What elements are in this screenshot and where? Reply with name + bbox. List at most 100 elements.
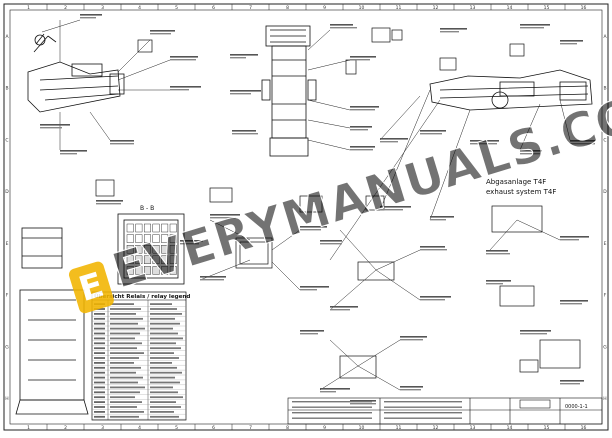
callout-label bbox=[486, 250, 508, 252]
crane-side-view-right bbox=[429, 69, 593, 111]
relay-slot bbox=[143, 223, 151, 233]
column-number: 16 bbox=[581, 5, 587, 11]
relay-slot bbox=[126, 244, 134, 254]
legend-row-code bbox=[94, 376, 105, 379]
callout-label-sub bbox=[150, 33, 171, 35]
relay-slot bbox=[143, 234, 151, 243]
callout-label-sub bbox=[320, 243, 342, 245]
relay-slot bbox=[143, 244, 151, 254]
callout-label bbox=[150, 30, 175, 32]
callout-label bbox=[300, 226, 327, 228]
legend-row-text-en bbox=[150, 371, 182, 374]
callout-label-sub bbox=[560, 43, 577, 45]
leader-lines bbox=[41, 19, 571, 391]
legend-row-code bbox=[94, 352, 105, 354]
legend-row-text-en bbox=[150, 381, 180, 384]
legend-row-code bbox=[94, 386, 105, 389]
callout-label bbox=[440, 28, 467, 30]
legend-row-code bbox=[94, 411, 105, 413]
title-row bbox=[384, 417, 462, 419]
column-number: 1 bbox=[27, 5, 30, 11]
relay-slot bbox=[152, 255, 160, 265]
callout-label bbox=[560, 300, 588, 302]
row-letter: A bbox=[5, 34, 9, 40]
legend-row-code bbox=[94, 396, 105, 399]
legend-row-text-en bbox=[150, 386, 173, 389]
callout-label-sub bbox=[486, 253, 510, 255]
callout-label-sub bbox=[400, 389, 421, 391]
callout-label-sub bbox=[300, 229, 321, 231]
callout-label-sub bbox=[400, 339, 423, 341]
title-row bbox=[292, 417, 372, 419]
callout-label bbox=[180, 240, 203, 242]
relay-slot bbox=[169, 244, 177, 254]
callout-label-sub bbox=[170, 59, 196, 61]
legend-row-text-en bbox=[150, 347, 181, 350]
legend-row-code bbox=[94, 357, 105, 359]
crane-side-view bbox=[27, 33, 125, 113]
callout-label-sub bbox=[420, 133, 442, 135]
legend-row-code bbox=[94, 337, 105, 340]
legend-row-text bbox=[110, 317, 143, 320]
callout-label-sub bbox=[230, 57, 246, 59]
column-number: 7 bbox=[249, 425, 252, 431]
row-letter: A bbox=[603, 34, 607, 40]
callout-label-sub bbox=[380, 141, 398, 143]
callout-label bbox=[110, 140, 134, 142]
legend-row-code bbox=[94, 401, 105, 403]
legend-row-text-en bbox=[150, 313, 182, 315]
legend-row-text bbox=[110, 342, 142, 345]
legend-row-text-en bbox=[150, 327, 173, 330]
relay-slot bbox=[135, 266, 143, 275]
row-letter: H bbox=[603, 396, 606, 402]
relay-slot bbox=[143, 266, 151, 275]
title-block bbox=[287, 397, 603, 425]
callout-label bbox=[520, 150, 542, 152]
row-letter: C bbox=[603, 137, 606, 143]
legend-row-text bbox=[110, 396, 135, 399]
callout-label bbox=[330, 24, 353, 26]
legend-row-text-en bbox=[150, 415, 179, 418]
callout-label-sub bbox=[570, 143, 595, 145]
callout-label-sub bbox=[110, 143, 134, 145]
callout-label-sub bbox=[520, 153, 540, 155]
callout-label-sub bbox=[330, 27, 357, 29]
title-block-rows bbox=[292, 401, 462, 419]
callout-label-sub bbox=[80, 17, 96, 19]
callout-label-sub bbox=[320, 391, 336, 393]
legend-row-text bbox=[110, 308, 141, 310]
callout-label-sub bbox=[232, 133, 258, 135]
callout-label bbox=[350, 146, 375, 148]
relay-grid bbox=[126, 223, 177, 275]
title-row bbox=[292, 406, 372, 408]
callout-label-sub bbox=[180, 243, 199, 245]
callout-label-sub bbox=[40, 127, 62, 129]
legend-row-code bbox=[94, 362, 105, 364]
callout-label bbox=[230, 90, 261, 92]
legend-row-text-en bbox=[150, 308, 177, 310]
row-letter: G bbox=[603, 344, 607, 350]
legend-row-text-en bbox=[150, 362, 172, 364]
column-number: 9 bbox=[323, 425, 326, 431]
machine-top-view bbox=[261, 25, 317, 157]
callout-label-sub bbox=[380, 209, 403, 211]
column-number: 14 bbox=[507, 425, 513, 431]
callout-label-sub bbox=[350, 149, 373, 151]
legend-row-text bbox=[110, 347, 137, 350]
column-number: 5 bbox=[175, 425, 178, 431]
callout-label bbox=[470, 140, 499, 142]
legend-row-text-en bbox=[150, 391, 178, 394]
relay-slot bbox=[161, 266, 169, 275]
column-number: 11 bbox=[396, 425, 402, 431]
callout-label-sub bbox=[420, 249, 447, 251]
callout-label bbox=[350, 400, 376, 402]
legend-row-text-en bbox=[150, 366, 177, 369]
column-number: 10 bbox=[359, 5, 365, 11]
callout-label bbox=[400, 336, 427, 338]
column-number: 5 bbox=[175, 5, 178, 11]
legend-row-text bbox=[110, 391, 140, 394]
column-number: 9 bbox=[323, 5, 326, 11]
callout-label-sub bbox=[560, 239, 579, 241]
